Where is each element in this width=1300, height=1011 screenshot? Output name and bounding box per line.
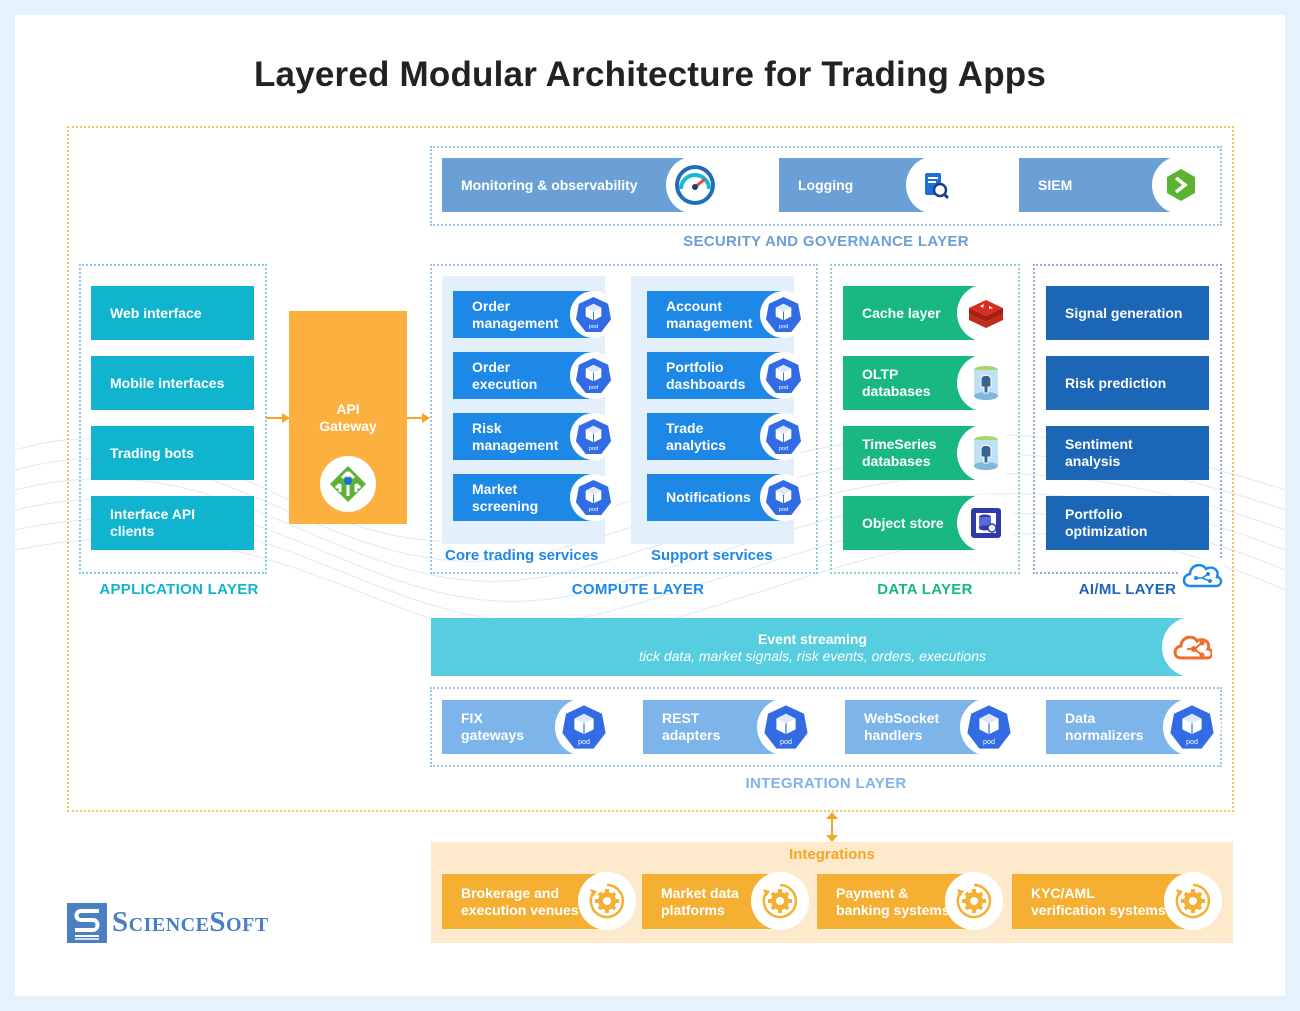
pod-label: pod (1186, 737, 1198, 746)
pod-icon: pod (570, 291, 617, 338)
integration-layer-frame (430, 687, 1222, 767)
compute-layer-label: COMPUTE LAYER (571, 581, 705, 598)
web-interface-box: Web interface (91, 286, 254, 340)
pod-icon: pod (760, 352, 807, 399)
pod-label: pod (589, 324, 599, 330)
kafka-cloud-icon (1162, 617, 1222, 677)
pod-label: pod (779, 385, 789, 391)
pod-icon: pod (1163, 698, 1221, 756)
aiml-layer-label: AI/ML LAYER (1078, 581, 1177, 598)
postgres-icon (957, 424, 1015, 482)
portfolio-dashboards-box: Portfolio dashboards (647, 352, 783, 399)
mobile-interfaces-box: Mobile interfaces (91, 356, 254, 410)
gateway-icon (320, 456, 376, 512)
market-screening-box: Market screening (453, 474, 593, 521)
brokerage-box: Brokerage and execution venues (442, 874, 602, 929)
gear-icon (1164, 872, 1222, 930)
order-execution-box: Order execution (453, 352, 593, 399)
kyc-aml-box: KYC/AML verification systems (1012, 874, 1188, 929)
pod-icon: pod (757, 698, 815, 756)
ml-cloud-icon (1180, 558, 1224, 592)
data-layer-frame (830, 264, 1020, 574)
event-streaming-title: Event streaming (758, 631, 867, 647)
aiml-layer-frame (1033, 264, 1222, 574)
api-clients-box: Interface API clients (91, 496, 254, 550)
pod-icon: pod (960, 698, 1018, 756)
bidirectional-arrow-icon (826, 812, 838, 842)
data-layer-label: DATA LAYER (877, 581, 973, 598)
pod-icon: pod (555, 698, 613, 756)
terminal-hex-icon (1152, 156, 1210, 214)
order-management-box: Order management (453, 291, 593, 338)
arrow-right-icon (266, 413, 290, 423)
siem-box: SIEM (1019, 158, 1184, 212)
object-storage-icon (957, 494, 1015, 552)
integration-layer-label: INTEGRATION LAYER (745, 775, 907, 792)
data-normalizers-box: Data normalizers (1046, 700, 1186, 754)
monitoring-box: Monitoring & observability (442, 158, 692, 212)
gauge-icon (666, 156, 724, 214)
security-layer-label: SECURITY AND GOVERNANCE LAYER (683, 233, 969, 250)
postgres-icon (957, 354, 1015, 412)
system-boundary (67, 126, 1234, 812)
pod-icon: pod (760, 413, 807, 460)
gear-icon (945, 872, 1003, 930)
signal-generation-box: Signal generation (1046, 286, 1209, 340)
core-services-label: Core trading services (445, 547, 599, 564)
pod-icon: pod (570, 352, 617, 399)
pod-label: pod (779, 324, 789, 330)
security-layer-frame (430, 146, 1222, 226)
log-search-icon (906, 156, 964, 214)
support-services-label: Support services (651, 547, 773, 564)
risk-management-box: Risk management (453, 413, 593, 460)
pod-label: pod (589, 507, 599, 513)
gear-icon (578, 872, 636, 930)
integrations-label: Integrations (789, 846, 875, 863)
pod-icon: pod (760, 474, 807, 521)
pod-icon: pod (760, 291, 807, 338)
pod-label: pod (780, 737, 792, 746)
brand-name: ScienceSoft (112, 906, 269, 938)
event-streaming-subtitle: tick data, market signals, risk events, … (638, 648, 987, 664)
pod-label: pod (589, 385, 599, 391)
redis-icon (957, 284, 1015, 342)
pod-icon: pod (570, 413, 617, 460)
pod-icon: pod (570, 474, 617, 521)
account-management-box: Account management (647, 291, 783, 338)
trading-bots-box: Trading bots (91, 426, 254, 480)
gear-icon (751, 872, 809, 930)
sentiment-analysis-box: Sentiment analysis (1046, 426, 1209, 480)
page-title: Layered Modular Architecture for Trading… (253, 55, 1047, 94)
pod-label: pod (983, 737, 995, 746)
compute-layer-frame (430, 264, 818, 574)
pod-label: pod (578, 737, 590, 746)
risk-prediction-box: Risk prediction (1046, 356, 1209, 410)
api-gateway-label: API Gateway (319, 401, 377, 434)
pod-label: pod (779, 507, 789, 513)
event-streaming-bar (431, 618, 1194, 676)
pod-label: pod (589, 446, 599, 452)
sciencesoft-logo-icon (67, 903, 107, 943)
portfolio-optimization-box: Portfolio optimization (1046, 496, 1209, 550)
application-layer-label: APPLICATION LAYER (99, 581, 259, 598)
pod-label: pod (779, 446, 789, 452)
arrow-right-icon (406, 413, 430, 423)
